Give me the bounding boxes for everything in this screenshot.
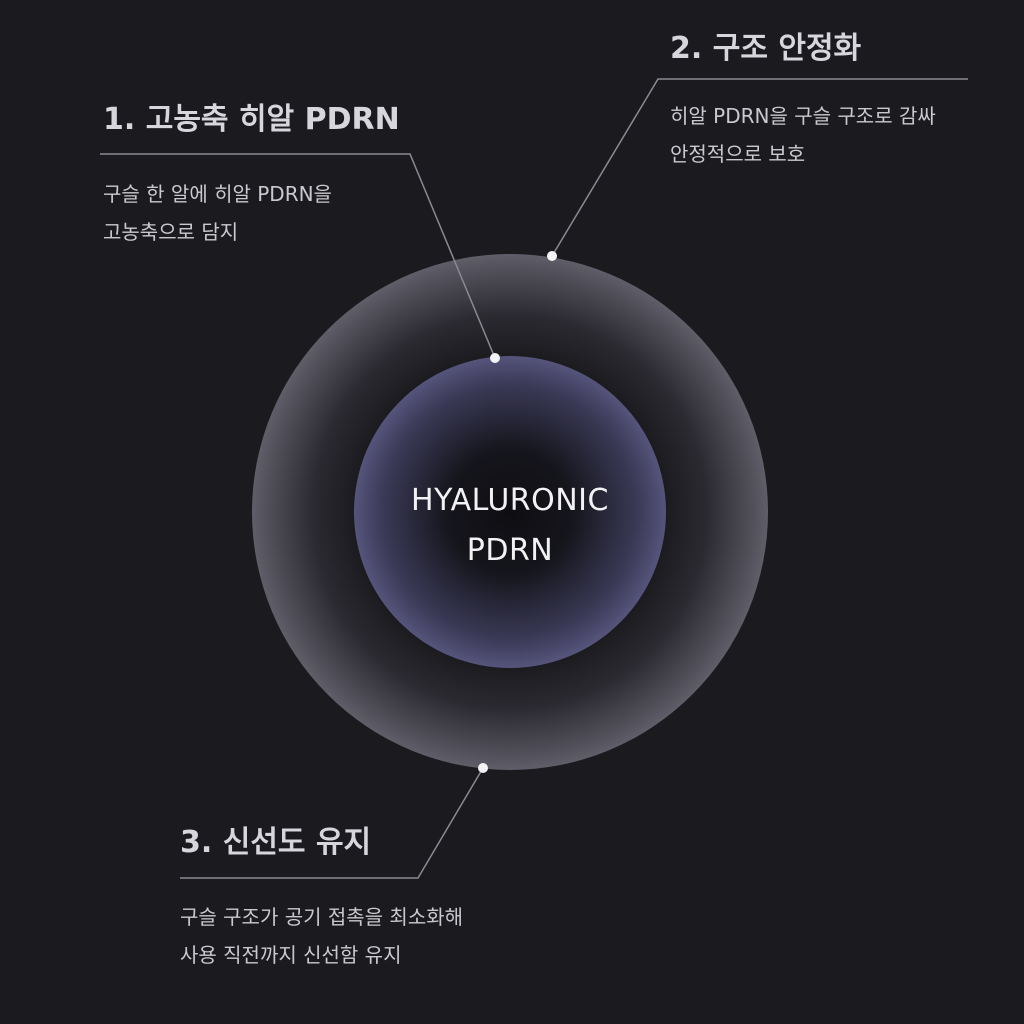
anchor-dot-3 <box>478 763 488 773</box>
core-label: HYALURONIC PDRN <box>354 476 666 576</box>
core-label-line1: HYALURONIC <box>411 483 609 518</box>
callout-3-desc-line2: 사용 직전까지 신선함 유지 <box>180 943 402 967</box>
callout-2-desc-line1: 히알 PDRN을 구슬 구조로 감싸 <box>670 104 936 128</box>
callout-2-title: 2. 구조 안정화 <box>670 31 862 66</box>
leader-line-3 <box>180 767 484 879</box>
core-label-line2: PDRN <box>466 533 554 568</box>
anchor-dot-1 <box>490 353 500 363</box>
callout-2-description: 히알 PDRN을 구슬 구조로 감싸 안정적으로 보호 <box>670 97 936 173</box>
anchor-dot-2 <box>547 251 557 261</box>
leader-line-1 <box>100 153 496 359</box>
callout-2-desc-line2: 안정적으로 보호 <box>670 142 806 166</box>
inner-core-sphere <box>354 356 666 668</box>
callout-1-desc-line1: 구슬 한 알에 히알 PDRN을 <box>103 182 332 206</box>
callout-1-title: 1. 고농축 히알 PDRN <box>103 102 400 137</box>
leader-line-2 <box>551 78 968 257</box>
callout-1-desc-line2: 고농축으로 담지 <box>103 220 239 244</box>
callout-3-title: 3. 신선도 유지 <box>180 825 372 860</box>
callout-3-desc-line1: 구슬 구조가 공기 접촉을 최소화해 <box>180 905 464 929</box>
callout-1-description: 구슬 한 알에 히알 PDRN을 고농축으로 담지 <box>103 175 332 251</box>
callout-3-description: 구슬 구조가 공기 접촉을 최소화해 사용 직전까지 신선함 유지 <box>180 898 463 974</box>
